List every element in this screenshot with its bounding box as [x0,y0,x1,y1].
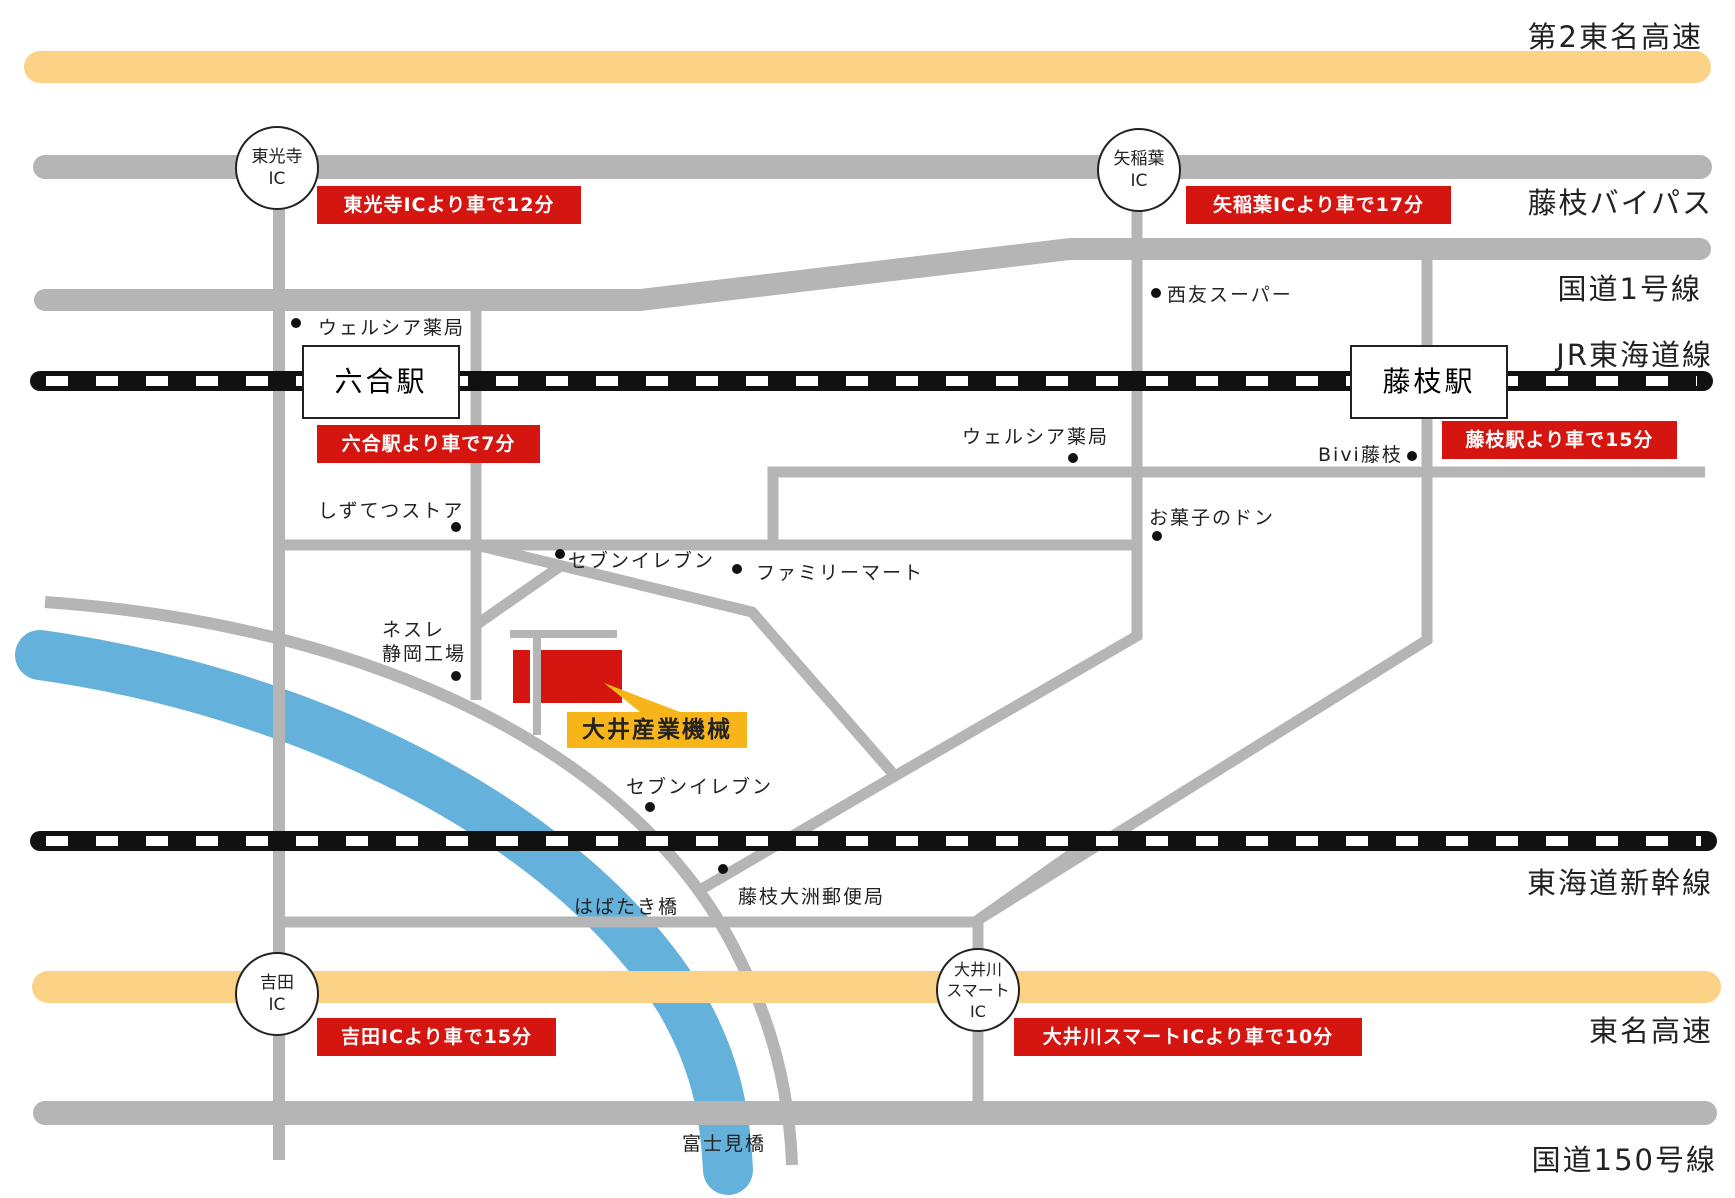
company-building-left [513,650,530,703]
landmark-okashi: お菓子のドン [1149,507,1276,529]
landmark-shizutetsu: しずてつストア [318,500,465,522]
road-diagonal-center [474,539,900,780]
dot-nishitomo [1151,288,1161,298]
landmark-habataki: はばたき橋 [574,896,680,918]
road-name-route150: 国道150号線 [1531,1143,1717,1177]
river [15,630,753,1195]
road-name-jr-tokaido: JR東海道線 [1556,338,1713,372]
landmark-nestle: ネスレ 静岡工場 [382,619,467,665]
landmark-nishitomo: 西友スーパー [1167,284,1293,306]
road-name-bypass: 藤枝バイパス [1527,186,1713,220]
station-rokugo: 六合駅 [302,345,460,419]
dot-familymart [732,564,742,574]
access-note-tokoji: 東光寺ICより車で12分 [317,186,581,224]
road-factory-access [472,560,566,630]
landmark-familymart: ファミリーマート [756,562,925,584]
dot-nestle [451,671,461,681]
road-name-tomei: 東名高速 [1588,1014,1713,1048]
road-name-2nd-tomei: 第2東名高速 [1527,20,1703,54]
access-note-rokugo: 六合駅より車で7分 [317,425,540,463]
access-note-oigawa: 大井川スマートICより車で10分 [1014,1018,1362,1056]
station-fujieda: 藤枝駅 [1350,345,1508,419]
company-building-main [541,650,622,703]
dot-okashi [1152,531,1162,541]
landmark-seven2: セブンイレブン [626,776,774,798]
landmark-bivi: Bivi藤枝 [1318,444,1403,466]
dot-seven1 [555,549,565,559]
dot-shizutetsu [451,522,461,532]
dot-seven2 [645,802,655,812]
dot-welcia1 [291,318,301,328]
road-route1 [34,238,1711,311]
road-east-upper [767,466,1705,545]
dot-bivi [1407,451,1417,461]
target-company-label: 大井産業機械 [567,712,747,748]
access-note-fujieda: 藤枝駅より車で15分 [1442,421,1677,459]
access-note-yoshida: 吉田ICより車で15分 [317,1018,556,1056]
dot-welcia2 [1068,453,1078,463]
landmark-welcia2: ウェルシア薬局 [962,426,1110,448]
landmark-seven1: セブンイレブン [568,550,716,572]
landmark-welcia1: ウェルシア薬局 [318,317,466,339]
landmark-fujimi: 富士見橋 [682,1133,767,1155]
road-name-route1: 国道1号線 [1557,272,1702,306]
callout-pointer [604,683,680,712]
access-note-yaina: 矢稲葉ICより車で17分 [1186,186,1451,224]
dot-post [718,864,728,874]
road-name-shinkansen: 東海道新幹線 [1526,866,1713,900]
landmark-post: 藤枝大洲郵便局 [738,886,886,908]
